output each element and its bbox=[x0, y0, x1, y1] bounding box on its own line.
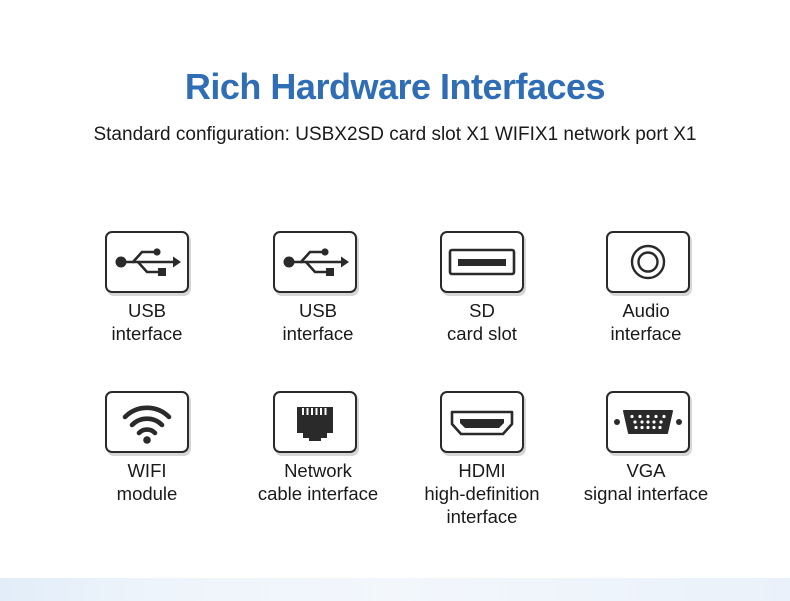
hdmi-port-icon bbox=[440, 391, 524, 453]
audio-jack-icon bbox=[606, 231, 690, 293]
interface-name: WIFI bbox=[127, 460, 167, 481]
interface-item-sd: SD card slot bbox=[397, 231, 567, 351]
sd-card-slot-icon bbox=[440, 231, 524, 293]
interface-item-vga: VGA signal interface bbox=[561, 391, 731, 511]
interface-name: VGA bbox=[626, 460, 666, 481]
interface-desc: interface bbox=[282, 323, 354, 344]
interface-name: Audio bbox=[622, 300, 670, 321]
interface-item-usb-1: USB interface bbox=[62, 231, 232, 351]
ethernet-port-icon bbox=[273, 391, 357, 453]
interface-desc: module bbox=[116, 483, 178, 504]
bottom-band bbox=[0, 578, 790, 601]
interface-name: USB bbox=[298, 300, 338, 321]
interface-desc: card slot bbox=[447, 323, 517, 344]
interface-name: SD bbox=[469, 300, 495, 321]
interface-item-wifi: WIFI module bbox=[62, 391, 232, 511]
page-subtitle: Standard configuration: USBX2SD card slo… bbox=[93, 124, 697, 145]
page-title: Rich Hardware Interfaces bbox=[184, 66, 606, 107]
interface-item-audio: Audio interface bbox=[561, 231, 731, 351]
interface-item-usb-2: USB interface bbox=[233, 231, 403, 351]
interface-item-network: Network cable interface bbox=[233, 391, 403, 511]
vga-port-icon bbox=[606, 391, 690, 453]
interface-desc: high-definition bbox=[424, 483, 540, 504]
interface-name: Network bbox=[284, 460, 352, 481]
interface-desc: interface bbox=[610, 323, 682, 344]
interface-desc: interface bbox=[111, 323, 183, 344]
usb-icon bbox=[273, 231, 357, 293]
wifi-icon bbox=[105, 391, 189, 453]
interface-item-hdmi: HDMI high-definition interface bbox=[397, 391, 567, 531]
usb-icon bbox=[105, 231, 189, 293]
interface-name: USB bbox=[127, 300, 167, 321]
interface-desc: signal interface bbox=[583, 483, 709, 504]
interface-desc: cable interface bbox=[257, 483, 379, 504]
interface-desc-extra: interface bbox=[446, 506, 518, 527]
interface-name: HDMI bbox=[458, 460, 506, 481]
